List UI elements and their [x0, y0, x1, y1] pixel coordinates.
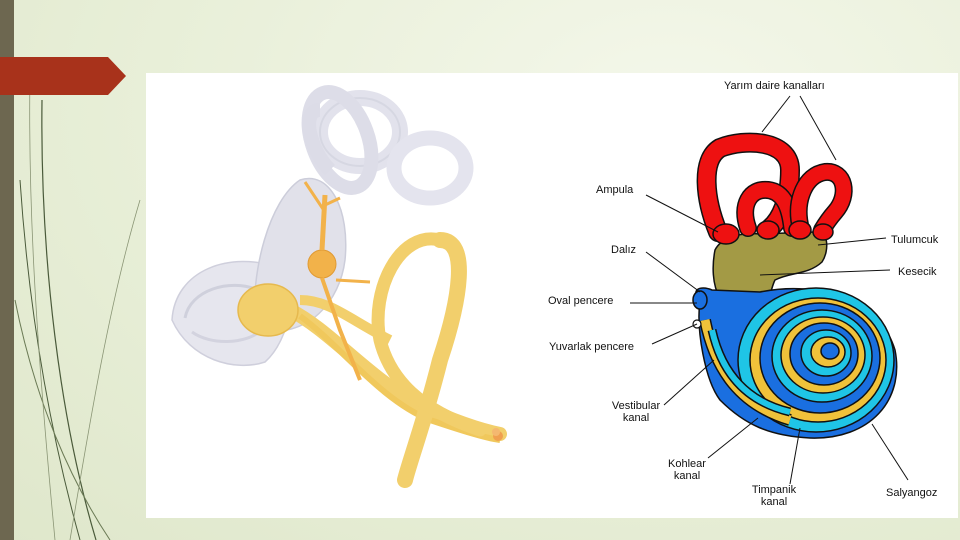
slide-tab-marker: [0, 57, 126, 95]
label-cochlear-duct-line1: Kohlear: [660, 458, 714, 470]
label-saccule: Kesecik: [898, 266, 937, 278]
label-tympanic-canal: Timpanik kanal: [744, 484, 804, 508]
label-ampulla: Ampula: [596, 184, 633, 196]
label-oval-window: Oval pencere: [548, 295, 613, 307]
inner-ear-model: [172, 83, 503, 480]
label-round-window: Yuvarlak pencere: [549, 341, 634, 353]
label-vestibular-canal-line2: kanal: [604, 412, 668, 424]
diagram-panel: Yarım daire kanalları Ampula Dalız Tulum…: [146, 73, 958, 518]
label-vestibular-canal-line1: Vestibular: [604, 400, 668, 412]
cochlea-schematic: [630, 96, 908, 484]
label-cochlear-duct-line2: kanal: [660, 470, 714, 482]
label-vestibular-canal: Vestibular kanal: [604, 400, 668, 424]
label-utricle: Tulumcuk: [891, 234, 938, 246]
label-tympanic-canal-line1: Timpanik: [744, 484, 804, 496]
label-vestibule: Dalız: [611, 244, 636, 256]
label-semicircular-canals: Yarım daire kanalları: [724, 80, 825, 92]
label-cochlear-duct: Kohlear kanal: [660, 458, 714, 482]
label-tympanic-canal-line2: kanal: [744, 496, 804, 508]
label-cochlea: Salyangoz: [886, 487, 937, 499]
